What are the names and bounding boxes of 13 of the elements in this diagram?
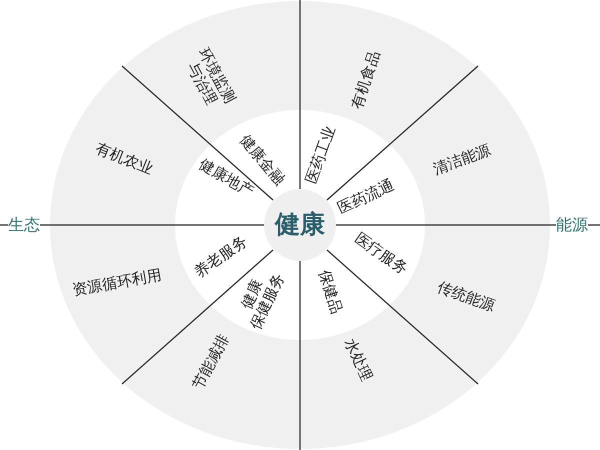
axis-label: 生态: [8, 216, 40, 234]
outer-segment-label: 清洁能源: [430, 142, 494, 178]
inner-segment-label: 医疗服务: [351, 230, 411, 278]
outer-segment-label: 有机农业: [92, 140, 156, 178]
outer-segment-label: 水处理: [340, 336, 376, 384]
outer-segment-label: 有机食品: [348, 48, 384, 112]
outer-segment-label: 节能减排: [189, 331, 233, 393]
center-label: 健康: [275, 210, 325, 240]
outer-segment-label: 资源循环利用: [71, 266, 163, 300]
axis-label: 能源: [556, 216, 588, 234]
outer-segment-label: 传统能源: [434, 278, 498, 316]
outer-segment-label: 环境监测与治理: [180, 45, 238, 115]
inner-segment-label: 保健品: [314, 268, 346, 316]
